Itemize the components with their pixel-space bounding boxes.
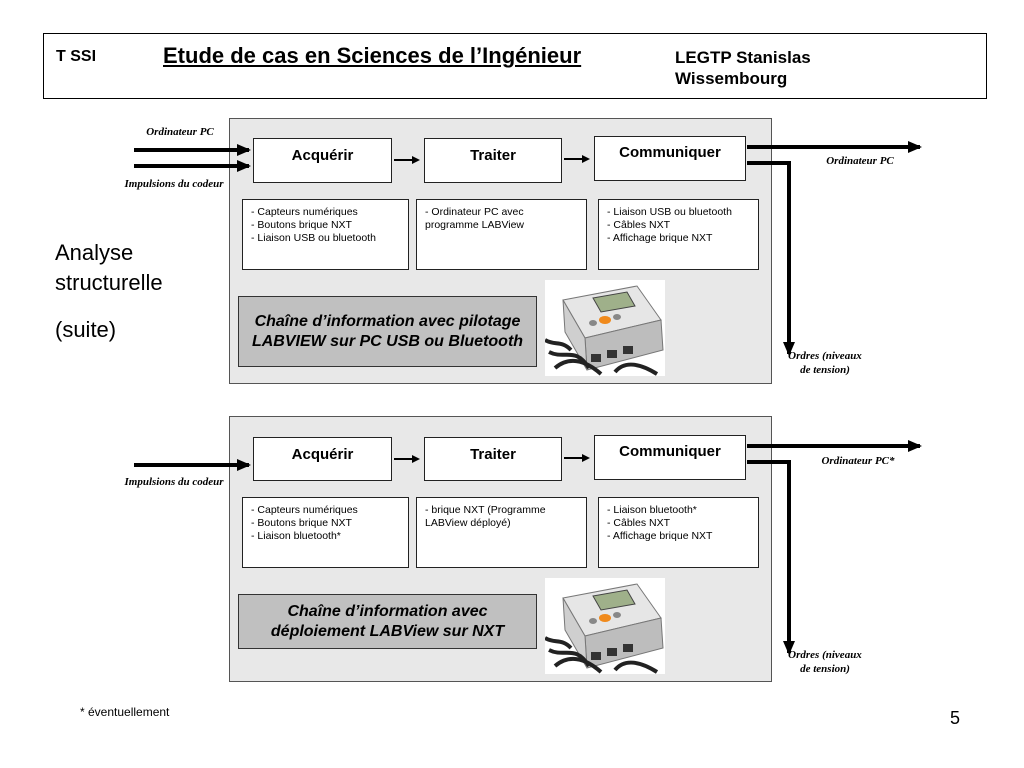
class-label: T SSI [56,48,97,65]
diagram1-input-arrows [134,144,251,172]
side-title-line3: (suite) [55,317,117,342]
diagram2-detail-traiter: - brique NXT (Programme LABView déployé) [416,497,587,568]
header-box [43,33,987,99]
diagram1-output-pc-label: Ordinateur PC [826,155,894,167]
diagram1-input-pc-label: Ordinateur PC [146,126,214,138]
diagram1-block-traiter: Traiter [424,138,562,183]
diagram2-block-acquerir: Acquérir [253,437,392,481]
diagram1-input-codeur-label: Impulsions du codeur [124,178,224,190]
diagram2-input-codeur-label: Impulsions du codeur [124,476,224,488]
diagram2-output-ordres-arrow [747,460,795,655]
diagram1-caption: Chaîne d’information avec pilotage LABVI… [238,296,537,367]
footnote: * éventuellement [80,705,170,719]
diagram1-nxt-brick-image [545,280,665,376]
diagram2-block-communiquer: Communiquer [594,435,746,480]
diagram2-output-pc-label: Ordinateur PC* [821,455,895,467]
diagram1-caption-text: Chaîne d’information avec pilotage LABVI… [251,312,524,350]
diagram2-nxt-brick-image [545,578,665,674]
diagram2-detail-communiquer: - Liaison bluetooth* - Câbles NXT - Affi… [598,497,759,568]
page-number: 5 [950,708,961,728]
diagram1-output-ordres-arrow [747,161,795,356]
diagram1-block-acquerir: Acquérir [253,138,392,183]
diagram2-output-ordres-label: Ordres (niveaux de tension) [788,649,862,675]
diagram2-caption-text: Chaîne d’information avec déploiement LA… [270,602,505,640]
diagram2-block-traiter: Traiter [424,437,562,481]
diagram1-block-communiquer: Communiquer [594,136,746,181]
diagram2-detail-acquerir: - Capteurs numériques - Boutons brique N… [242,497,409,568]
diagram2-caption: Chaîne d’information avec déploiement LA… [238,594,537,649]
school-label: LEGTP Stanislas Wissembourg [675,48,811,88]
side-title-line1: Analyse [55,240,134,265]
diagram1-detail-communiquer: - Liaison USB ou bluetooth - Câbles NXT … [598,199,759,270]
diagram1-detail-acquerir: - Capteurs numériques - Boutons brique N… [242,199,409,270]
diagram1-output-ordres-label: Ordres (niveaux de tension) [788,350,862,376]
slide-title: Etude de cas en Sciences de l’Ingénieur [163,43,582,68]
diagram1-detail-traiter: - Ordinateur PC avec programme LABView [416,199,587,270]
side-title-line2: structurelle [55,270,163,295]
